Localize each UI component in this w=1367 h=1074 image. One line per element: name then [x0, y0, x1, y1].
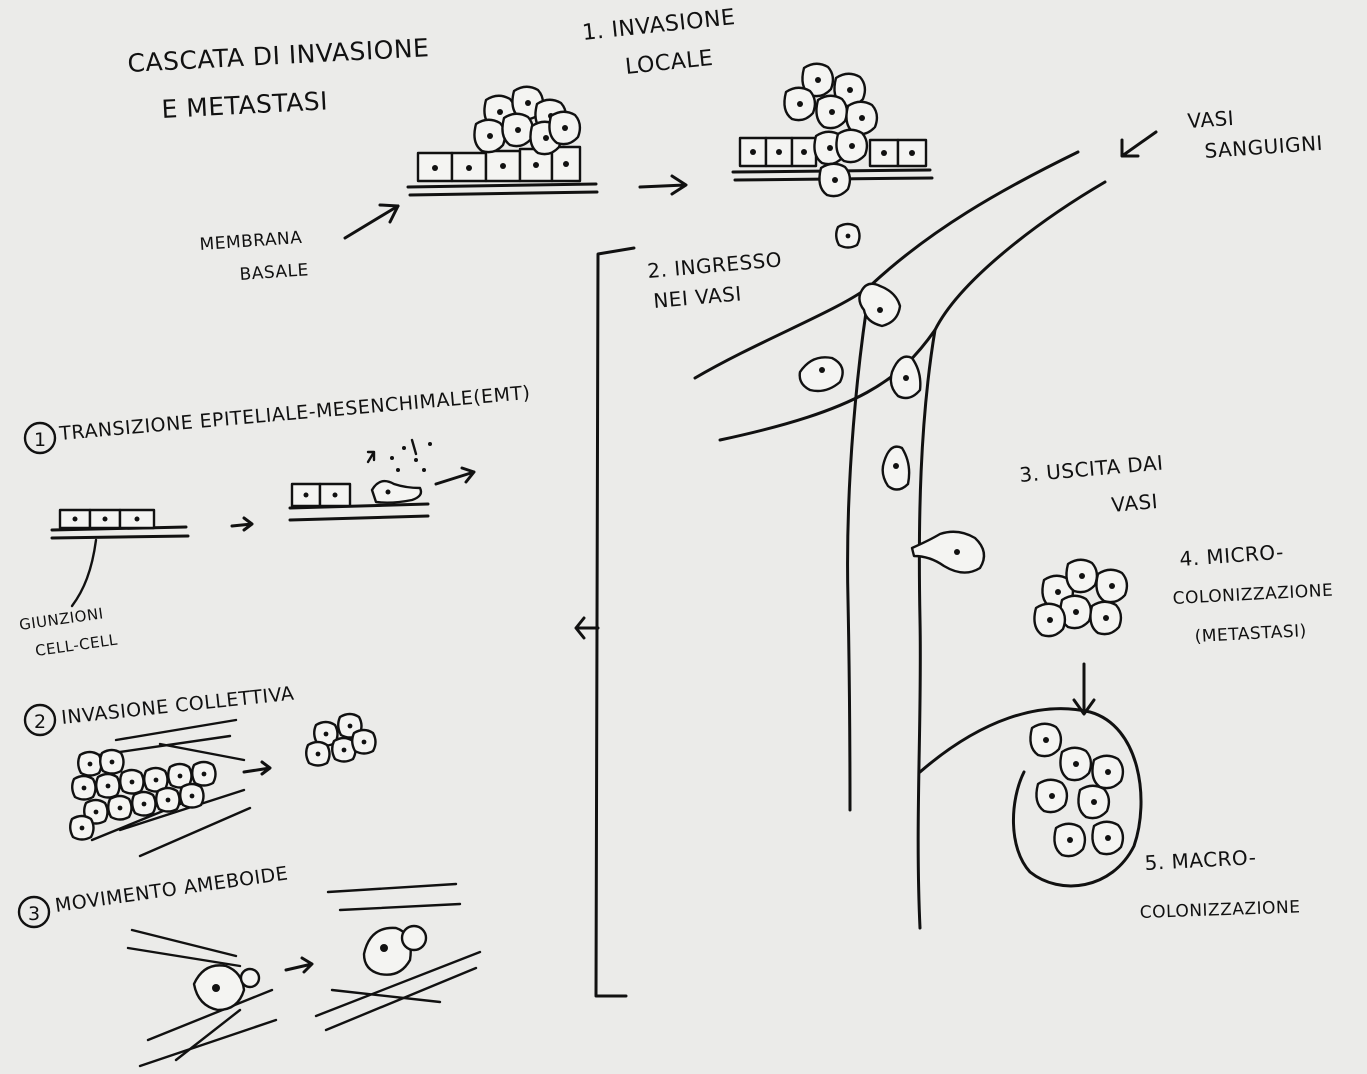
amoeboid-movement-drawing [128, 884, 480, 1066]
junction-label: GIUNZIONI CELL-CELL [18, 604, 119, 660]
step-3-label: 3. USCITA DAI VASI [1018, 450, 1164, 516]
step-4-label: 4. MICRO- COLONIZZAZIONE (METASTASI) [1172, 540, 1333, 647]
macro-colonization-drawing [920, 709, 1141, 886]
title-line-1: CASCATA DI INVASIONE [127, 33, 430, 78]
junction-label-line-1: GIUNZIONI [18, 604, 105, 634]
step-4-line-2: COLONIZZAZIONE [1172, 581, 1333, 609]
local-invasion-drawing [733, 64, 932, 248]
emt-drawing [52, 440, 474, 606]
mode-3-number: 3 [28, 903, 41, 925]
step-1-label: 1. INVASIONE LOCALE [581, 5, 737, 80]
diagram-title: CASCATA DI INVASIONE E METASTASI [127, 33, 430, 124]
step-3-line-2: VASI [1110, 489, 1159, 517]
step-1-line-1: 1. INVASIONE [581, 5, 737, 46]
step-5-line-2: COLONIZZAZIONE [1139, 897, 1300, 923]
step-5-line-1: 5. MACRO- [1144, 845, 1257, 875]
vessels-pointer-arrow [1122, 132, 1156, 156]
mode-2-label: 2 INVASIONE COLLETTIVA [25, 683, 295, 735]
mode-1-label: 1 TRANSIZIONE EPITELIALE-MESENCHIMALE(EM… [25, 382, 531, 453]
down-arrow-icon [1074, 664, 1094, 714]
blood-vessels-label: VASI SANGUIGNI [1122, 106, 1324, 163]
mode-3-label: 3 MOVIMENTO AMEBOIDE [19, 862, 290, 927]
step-2-label: 2. INGRESSO NEI VASI [646, 247, 783, 313]
bracket-connector [576, 248, 634, 996]
micro-colonization-drawing [1034, 560, 1126, 636]
collective-invasion-drawing [70, 714, 375, 856]
junction-label-line-2: CELL-CELL [34, 631, 119, 660]
step-3-line-1: 3. USCITA DAI [1018, 450, 1164, 486]
basal-membrane-label: MEMBRANA BASALE [199, 205, 398, 285]
step-1-line-2: LOCALE [624, 46, 714, 80]
vessels-label-line-1: VASI [1187, 106, 1235, 133]
vessels-label-line-2: SANGUIGNI [1204, 131, 1324, 163]
step-2-line-2: NEI VASI [652, 281, 742, 313]
membrane-label-line-1: MEMBRANA [199, 228, 303, 255]
tumor-in-situ-drawing [408, 87, 597, 195]
step-4-line-1: 4. MICRO- [1179, 540, 1285, 571]
step-5-label: 5. MACRO- COLONIZZAZIONE [1139, 845, 1300, 923]
progression-arrow-icon [640, 176, 686, 194]
step-4-line-3: (METASTASI) [1194, 621, 1307, 647]
mode-1-number: 1 [34, 429, 47, 451]
step-2-line-1: 2. INGRESSO [646, 247, 783, 283]
mode-2-title: INVASIONE COLLETTIVA [60, 683, 295, 729]
membrane-label-line-2: BASALE [239, 260, 309, 285]
mode-1-title: TRANSIZIONE EPITELIALE-MESENCHIMALE(EMT) [58, 382, 532, 445]
title-line-2: E METASTASI [161, 86, 329, 124]
mode-3-title: MOVIMENTO AMEBOIDE [54, 862, 290, 917]
mode-2-number: 2 [34, 711, 47, 733]
